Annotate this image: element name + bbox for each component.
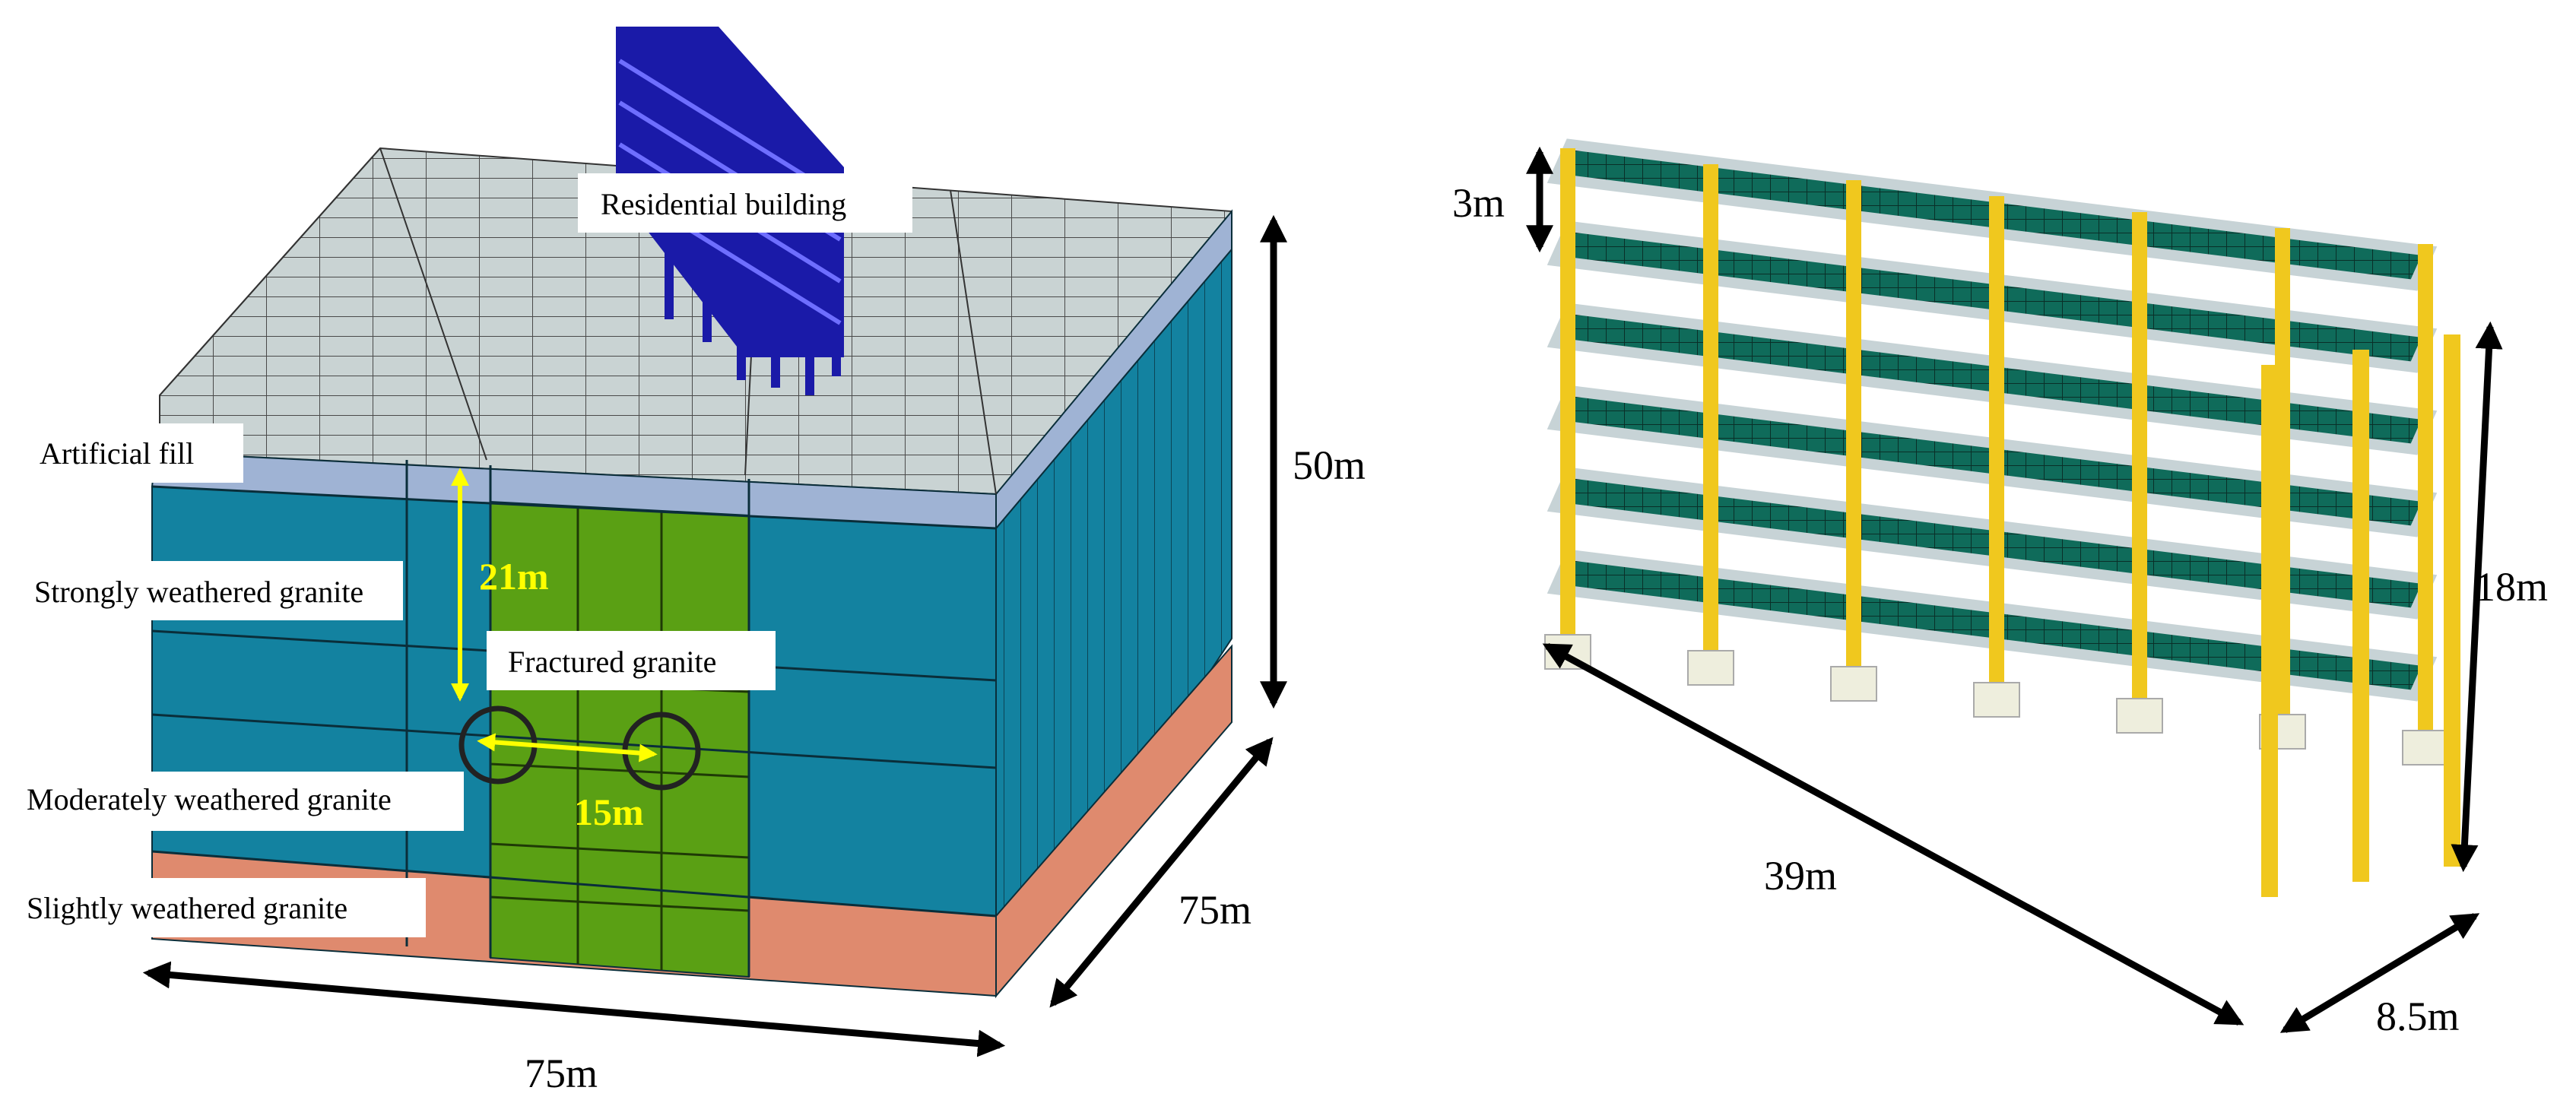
column-footing — [1973, 682, 2020, 718]
label-residential-building: Residential building — [578, 173, 912, 233]
column-footing — [2402, 730, 2449, 766]
label-artificial-fill: Artificial fill — [23, 423, 243, 483]
frame-columns — [1544, 148, 2460, 897]
fill-side-face — [995, 209, 1232, 531]
depth-dimension-label: 75m — [1179, 887, 1252, 933]
frame-length-label: 39m — [1764, 853, 1837, 899]
strongly-weathered-text: Strongly weathered granite — [34, 575, 363, 609]
building-columns — [665, 251, 841, 395]
frame-width-label: 8.5m — [2376, 994, 2460, 1039]
width-dimension-arrow — [142, 961, 1006, 1057]
column-footing — [1687, 650, 1734, 686]
height-dimension-label: 50m — [1293, 442, 1366, 488]
artificial-fill-text: Artificial fill — [40, 436, 194, 471]
width-dimension-label: 75m — [525, 1051, 598, 1096]
residential-building-text: Residential building — [601, 187, 846, 221]
slightly-weathered-text: Slightly weathered granite — [27, 891, 347, 925]
tunnel-depth-label: 21m — [479, 555, 549, 598]
label-fractured-granite: Fractured granite — [487, 631, 776, 690]
label-moderately-weathered: Moderately weathered granite — [8, 772, 464, 831]
storey-height-label: 3m — [1452, 180, 1505, 226]
frame-height-arrow — [2451, 321, 2503, 873]
frame-width-arrow — [2279, 913, 2480, 1033]
frame-length-arrow — [1542, 643, 2244, 1025]
tunnel-spacing-label: 15m — [574, 791, 644, 833]
label-slightly-weathered: Slightly weathered granite — [8, 878, 426, 937]
soil-model-3d: Residential building Artificial fill Str… — [8, 27, 1366, 1096]
column-footing — [1830, 666, 1877, 702]
column-footing — [2116, 698, 2163, 734]
label-strongly-weathered: Strongly weathered granite — [15, 561, 403, 620]
depth-dimension-arrow — [1049, 737, 1274, 1008]
tunnel-spacing-arrow — [477, 733, 658, 762]
moderately-weathered-text: Moderately weathered granite — [27, 782, 392, 816]
frame-height-label: 18m — [2475, 564, 2548, 610]
fractured-granite-text: Fractured granite — [508, 645, 716, 679]
frame-building-model: 3m 18m 39m 8.5m — [1452, 138, 2548, 1039]
